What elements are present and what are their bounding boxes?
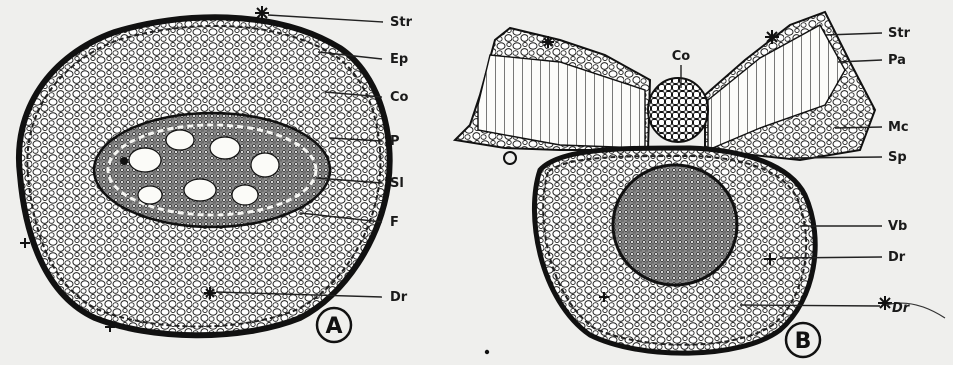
panel-b-label-str: Str — [888, 26, 911, 41]
panel-a-label-ep: Ep — [390, 52, 408, 67]
panel-b-label-dr-lower: Dr — [892, 301, 911, 316]
panel-a-letter: A — [325, 314, 342, 339]
panel-a-label-co: Co — [390, 90, 409, 105]
panel-b-label-mc: Mc — [888, 120, 909, 135]
panel-a-section: Str Ep Co P Sl F Dr A — [19, 6, 413, 342]
panel-a-label-f: F — [390, 215, 399, 230]
panel-b-label-vb: Vb — [888, 219, 907, 234]
panel-a-stele — [94, 113, 330, 227]
panel-b-label-dr: Dr — [888, 250, 906, 265]
panel-b-label-sp: Sp — [888, 150, 907, 165]
panel-a-label-p: P — [390, 134, 400, 149]
panel-b-collenchyma — [648, 78, 708, 142]
panel-a-label-str: Str — [390, 15, 413, 30]
panel-b-label-co: Co — [672, 49, 691, 64]
panel-b-letter: B — [795, 329, 812, 354]
panel-b-vascular-bundle — [613, 165, 737, 285]
panel-b-section: Co Str Pa Mc Sp Vb Dr Dr B — [455, 12, 945, 357]
stray-dot — [485, 350, 489, 354]
panel-a-label-sl: Sl — [390, 176, 404, 191]
panel-b-label-pa: Pa — [888, 53, 906, 68]
panel-a-label-dr: Dr — [390, 290, 408, 305]
